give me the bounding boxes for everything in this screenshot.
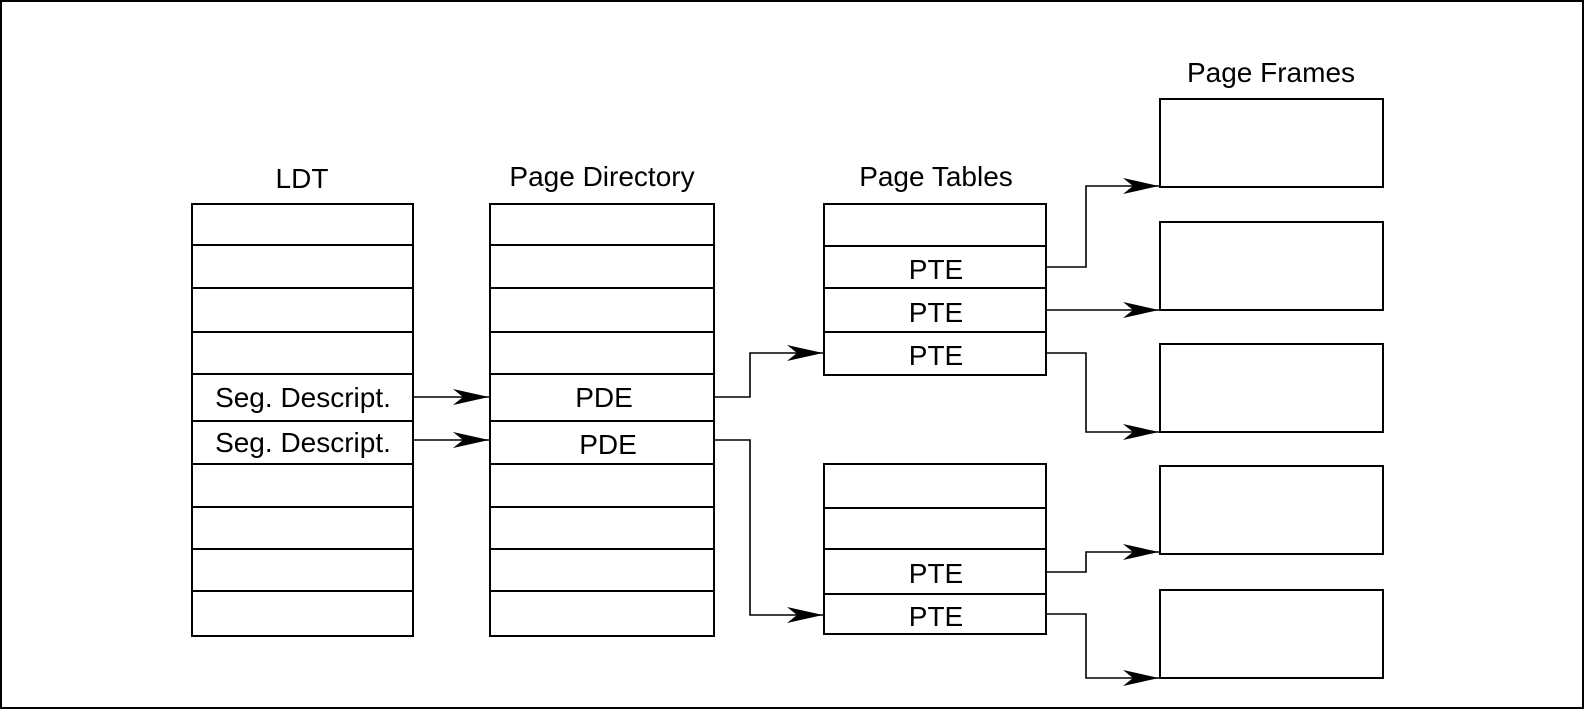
arrow-pde-1-to-page-table-1: [714, 345, 823, 398]
ldt-table: Seg. Descript. Seg. Descript.: [191, 203, 414, 637]
page-frames-heading: Page Frames: [1187, 57, 1355, 88]
page-table-2: PTE PTE: [823, 463, 1047, 635]
page-table-2-pte-2: PTE: [909, 601, 963, 632]
arrow-pde-2-to-page-table-2: [714, 439, 823, 623]
page-table-2-pte-1: PTE: [909, 558, 963, 589]
ldt-segment-descriptor-2: Seg. Descript.: [215, 427, 391, 458]
ldt-heading: LDT: [276, 163, 329, 194]
page-frame-1: [1159, 98, 1384, 188]
page-table-1-pte-1: PTE: [909, 254, 963, 285]
page-directory-table: PDE PDE: [489, 203, 715, 637]
arrow-pte-to-frame-4: [1046, 544, 1159, 573]
pde-entry-2: PDE: [579, 429, 637, 460]
page-table-1-pte-3: PTE: [909, 340, 963, 371]
page-frame-2: [1159, 221, 1384, 311]
pde-entry-1: PDE: [575, 382, 633, 413]
arrow-pte-to-frame-3: [1046, 352, 1159, 440]
arrow-pte-to-frame-1: [1046, 178, 1159, 268]
ldt-segment-descriptor-1: Seg. Descript.: [215, 382, 391, 413]
page-tables-heading: Page Tables: [859, 161, 1013, 192]
page-frame-4: [1159, 465, 1384, 555]
page-frame-3: [1159, 343, 1384, 433]
page-table-1-pte-2: PTE: [909, 297, 963, 328]
page-directory-heading: Page Directory: [509, 161, 694, 192]
page-frame-5: [1159, 589, 1384, 679]
page-table-1: PTE PTE PTE: [823, 203, 1047, 376]
arrow-pte-to-frame-5: [1046, 613, 1159, 686]
